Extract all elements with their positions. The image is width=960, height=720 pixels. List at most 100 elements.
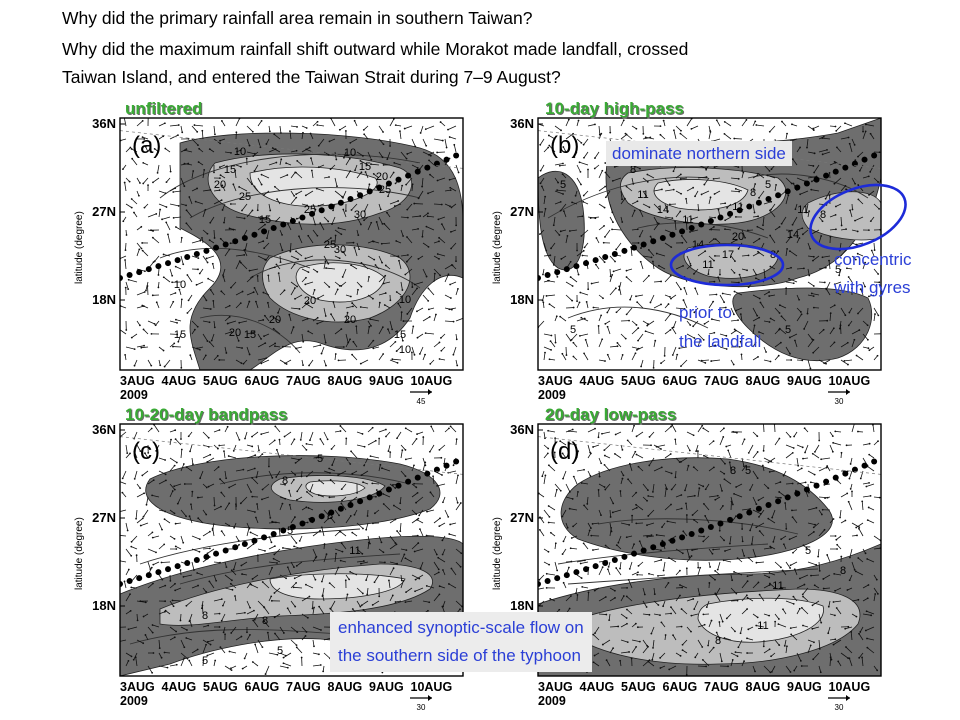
wind-vector [730, 587, 737, 594]
wind-vector-head [363, 133, 366, 136]
wind-vector-head [578, 301, 581, 304]
wind-vector-head [260, 183, 263, 186]
wind-vector-head [604, 322, 607, 325]
wind-vector-head [731, 658, 734, 661]
wind-vector-head [590, 534, 593, 537]
wind-vector-head [579, 334, 581, 337]
wind-vector-head [198, 550, 201, 553]
wind-vector-head [222, 604, 224, 607]
wind-vector-head [358, 248, 361, 251]
wind-vector [586, 496, 589, 504]
wind-vector-head [392, 484, 394, 486]
wind-vector-head [193, 124, 196, 126]
wind-vector-head [401, 449, 404, 452]
wind-vector [650, 294, 655, 303]
wind-vector-head [305, 475, 308, 478]
wind-vector [642, 275, 650, 283]
wind-vector-head [793, 568, 796, 571]
contour-label: 5 [287, 525, 293, 537]
wind-vector [585, 339, 589, 348]
wind-vector-head [275, 448, 278, 451]
wind-vector [741, 172, 744, 179]
wind-vector-head [334, 234, 337, 237]
wind-vector [301, 318, 308, 322]
panel-letter: (a) [132, 132, 161, 159]
wind-vector-head [300, 475, 303, 478]
wind-vector-head [435, 553, 438, 556]
wind-vector [708, 345, 716, 348]
wind-vector [230, 281, 237, 288]
wind-vector [664, 177, 670, 186]
wind-vector [323, 359, 327, 366]
wind-vector [616, 544, 622, 550]
wind-vector [411, 542, 419, 550]
wind-vector-head [810, 188, 813, 191]
wind-vector-head [582, 249, 585, 252]
wind-vector-head [185, 515, 187, 518]
wind-vector [147, 479, 154, 485]
wind-vector-head [725, 445, 728, 448]
wind-vector [202, 605, 204, 615]
wind-vector-head [758, 196, 760, 199]
wind-vector-head [405, 157, 408, 160]
wind-vector-head [779, 496, 782, 499]
wind-vector-head [812, 259, 814, 262]
wind-vector [694, 190, 699, 197]
wind-vector-head [214, 133, 216, 136]
wind-vector [697, 339, 701, 348]
wind-vector [453, 346, 457, 355]
wind-vector-head [854, 258, 857, 261]
wind-vector [680, 133, 688, 140]
wind-vector-head [829, 656, 832, 659]
wind-vector-head [574, 194, 577, 197]
wind-vector-head [143, 344, 145, 347]
wind-vector [323, 652, 331, 659]
wind-vector [224, 426, 228, 433]
contour-label: 14 [787, 229, 799, 241]
wind-vector-head [582, 542, 585, 545]
wind-vector-head [362, 609, 365, 611]
wind-vector-head [606, 325, 609, 328]
wind-vector-head [369, 318, 372, 321]
wind-vector-head [556, 276, 559, 278]
contour-label: 5 [765, 179, 771, 191]
wind-vector-head [559, 315, 562, 318]
wind-vector-head [252, 155, 255, 158]
wind-vector-head [638, 540, 641, 543]
wind-vector [770, 203, 776, 210]
track-dot [794, 184, 801, 191]
wind-vector-head [837, 660, 840, 663]
wind-vector-head [285, 162, 288, 165]
wind-vector [455, 561, 461, 568]
wind-vector-head [175, 663, 178, 666]
wind-vector-head [606, 353, 609, 356]
track-dot [765, 196, 772, 203]
wind-vector [383, 223, 391, 231]
wind-vector-head [275, 476, 278, 478]
wind-vector-head [866, 519, 869, 522]
wind-vector-head [254, 643, 257, 646]
wind-vector [444, 320, 454, 323]
wind-vector-head [733, 328, 736, 331]
wind-vector-head [800, 467, 803, 470]
wind-vector [169, 636, 175, 641]
wind-vector-head [143, 206, 146, 209]
wind-vector-head [381, 261, 383, 264]
wind-vector [312, 216, 316, 225]
wind-vector-head [630, 657, 633, 660]
wind-vector [268, 266, 276, 270]
wind-vector [697, 488, 700, 498]
wind-vector-head [679, 132, 682, 135]
wind-vector [184, 149, 193, 153]
wind-vector [180, 658, 185, 667]
wind-vector-head [780, 538, 783, 541]
wind-vector [719, 333, 727, 337]
wind-vector-head [364, 171, 367, 173]
wind-vector-head [144, 452, 146, 455]
wind-vector-head [573, 156, 576, 159]
wind-vector [301, 596, 310, 602]
wind-vector-head [594, 427, 596, 430]
wind-vector-head [332, 209, 334, 212]
wind-vector [444, 203, 451, 207]
wind-vector-head [549, 531, 552, 534]
